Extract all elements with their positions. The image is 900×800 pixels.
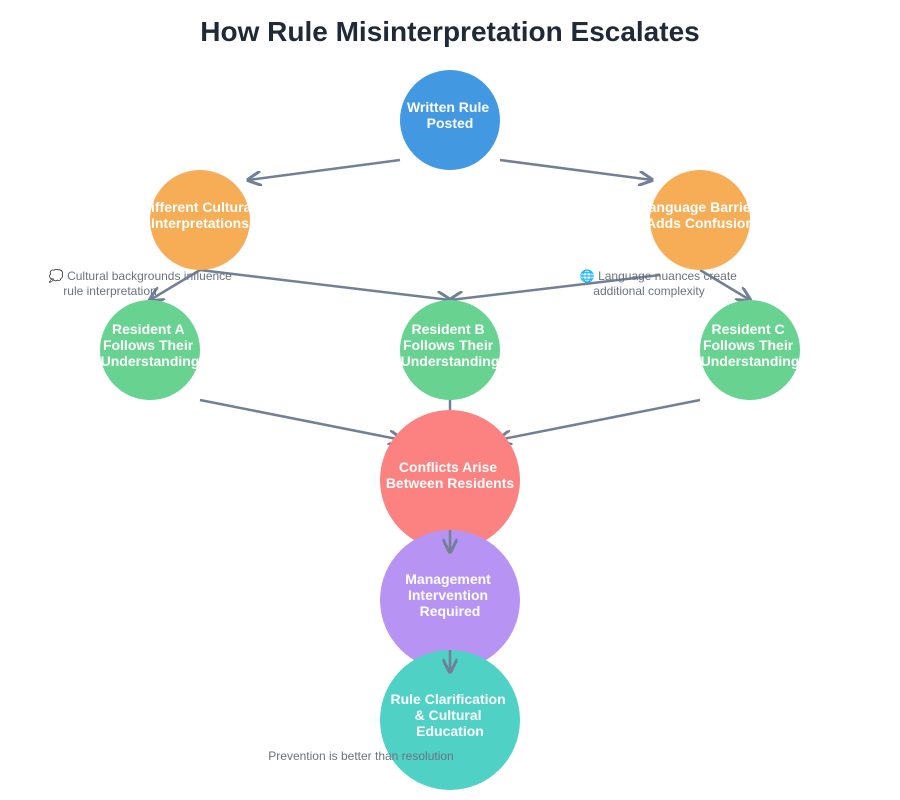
node-label: Written Rule Posted — [407, 99, 493, 131]
node-resident-c[interactable]: Resident C Follows Their Understanding — [700, 300, 800, 400]
node-circle — [380, 650, 520, 790]
node-circle — [700, 300, 800, 400]
edge-cultural-resB — [199, 268, 450, 300]
note-cultural: 💭 Cultural backgrounds influence rule in… — [49, 268, 235, 298]
diagram-title: How Rule Misinterpretation Escalates — [200, 16, 699, 47]
node-circle — [400, 300, 500, 400]
note-prevention: Prevention is better than resolution — [268, 749, 453, 763]
node-language-barrier[interactable]: Language Barrier Adds Confusion — [640, 170, 760, 270]
node-written-rule[interactable]: Written Rule Posted — [400, 70, 500, 170]
edge-cultural-resA — [150, 268, 201, 300]
node-label: Rule Clarification & Cultural Education — [390, 691, 509, 739]
edge-resC-conflict — [498, 398, 701, 440]
node-circle — [400, 70, 500, 170]
node-circle — [150, 170, 250, 270]
node-resident-b[interactable]: Resident B Follows Their Understanding — [400, 300, 500, 400]
note-language: 🌐 Language nuances create additional com… — [580, 269, 740, 298]
node-circle — [380, 530, 520, 670]
node-label: Resident A Follows Their Understanding — [101, 321, 200, 369]
node-label: Different Cultural Interpretations — [141, 199, 259, 231]
edge-rule-language — [499, 158, 652, 180]
node-label: Management Intervention Required — [405, 571, 494, 619]
edge-rule-cultural — [248, 158, 401, 180]
node-label: Resident C Follows Their Understanding — [701, 321, 800, 369]
edge-resA-conflict — [199, 398, 402, 440]
node-label: Resident B Follows Their Understanding — [401, 321, 500, 369]
nodes: Written Rule Posted Different Cultural I… — [100, 70, 800, 790]
node-circle — [100, 300, 200, 400]
node-circle — [380, 410, 520, 550]
edge-language-resC — [699, 268, 750, 300]
node-label: Language Barrier Adds Confusion — [640, 199, 760, 231]
node-circle — [650, 170, 750, 270]
node-management-intervention[interactable]: Management Intervention Required — [380, 530, 520, 670]
notes: 💭 Cultural backgrounds influence rule in… — [49, 268, 740, 763]
edges — [150, 158, 750, 440]
node-conflicts-arise[interactable]: Conflicts Arise Between Residents — [380, 410, 520, 550]
edge-language-resB — [450, 273, 661, 300]
node-resident-a[interactable]: Resident A Follows Their Understanding — [100, 300, 200, 400]
node-label: Conflicts Arise Between Residents — [386, 459, 515, 491]
node-cultural-interpretations[interactable]: Different Cultural Interpretations — [141, 170, 259, 270]
node-rule-clarification[interactable]: Rule Clarification & Cultural Education — [380, 650, 520, 790]
